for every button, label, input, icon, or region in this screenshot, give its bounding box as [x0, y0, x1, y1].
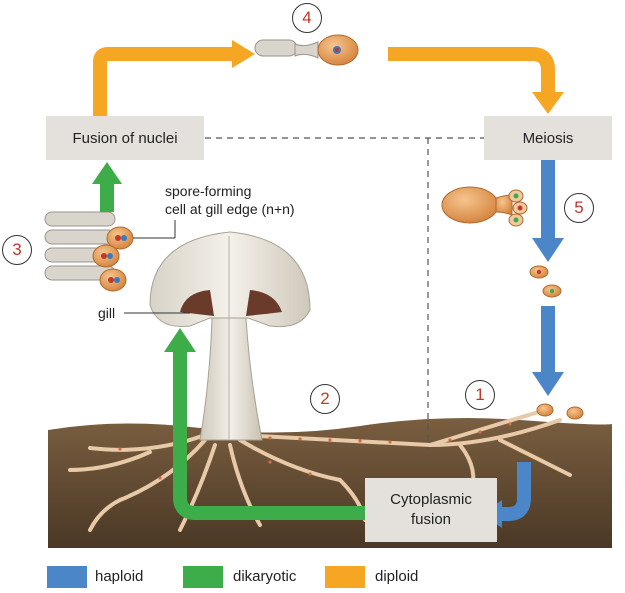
haploid-arrowhead-2 — [532, 372, 564, 396]
legend-swatch-haploid — [47, 566, 87, 588]
haploid-spores — [529, 265, 562, 298]
legend-label-dikaryotic: dikaryotic — [233, 568, 297, 585]
legend-swatch-diploid — [325, 566, 365, 588]
legend-swatch-dikaryotic — [183, 566, 223, 588]
diploid-cell — [254, 34, 359, 66]
diploid-arrows — [93, 47, 555, 116]
gill-label: gill — [98, 305, 116, 321]
dikaryotic-arrowhead-to-fusion — [92, 162, 122, 184]
haploid-arrowhead-1 — [532, 238, 564, 262]
step-number-3-text: 3 — [12, 240, 22, 259]
diploid-arrowhead-to-cell — [232, 40, 255, 68]
cytoplasmic-fusion-box: Cytoplasmic fusion — [365, 478, 497, 542]
meiosis-box: Meiosis — [484, 116, 612, 160]
step-number-2-text: 2 — [320, 389, 330, 408]
hyphae-nuclei — [118, 422, 512, 480]
spore-forming-label-line2: cell at gill edge (n+n) — [165, 201, 295, 217]
diploid-arrowhead-to-meiosis — [532, 92, 564, 114]
step-number-4: 4 — [292, 3, 322, 33]
germinating-spores — [536, 403, 584, 420]
step-number-1: 1 — [465, 380, 495, 410]
dashed-guide-lines — [205, 137, 484, 450]
mushroom-stem — [199, 317, 263, 441]
fusion-of-nuclei-box: Fusion of nuclei — [46, 116, 204, 160]
fusion-of-nuclei-label: Fusion of nuclei — [72, 129, 178, 147]
legend-label-diploid: diploid — [375, 568, 419, 585]
step-number-3: 3 — [2, 235, 32, 265]
mushroom-cap — [149, 231, 311, 328]
step-number-4-text: 4 — [302, 8, 312, 27]
meiosis-label: Meiosis — [522, 129, 574, 147]
dikaryotic-arrowhead-to-gill — [164, 328, 196, 352]
mushroom-gill-left — [180, 290, 214, 316]
cytoplasmic-fusion-label-line2: fusion — [410, 511, 452, 528]
cytoplasmic-fusion-label-line1: Cytoplasmic — [390, 491, 472, 508]
haploid-arrows — [500, 160, 555, 521]
step-number-1-text: 1 — [475, 385, 485, 404]
spore-forming-cell-label: spore-forming cell at gill edge (n+n) — [165, 182, 295, 218]
meiosis-basidium — [441, 186, 528, 227]
step-number-5: 5 — [564, 193, 594, 223]
hyphae-network — [68, 408, 572, 532]
legend-label-haploid: haploid — [95, 568, 144, 585]
mushroom-gill-right — [246, 290, 282, 316]
step-number-2: 2 — [310, 384, 340, 414]
dikaryotic-arrows — [100, 182, 365, 520]
gill-edge-cells — [44, 211, 134, 292]
step-number-5-text: 5 — [574, 198, 584, 217]
spore-forming-label-line1: spore-forming — [165, 183, 252, 199]
